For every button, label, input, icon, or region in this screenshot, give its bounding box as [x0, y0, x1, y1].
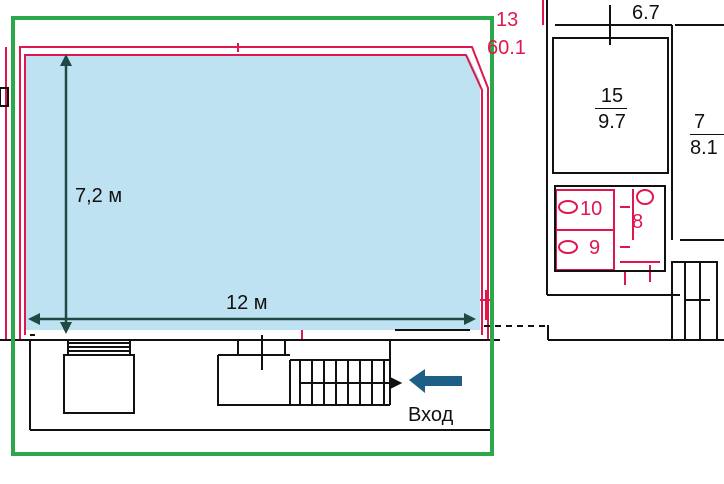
room-15-area: 9.7 — [598, 111, 626, 133]
entrance-arrow-icon — [409, 369, 462, 393]
room-6-area: 6.7 — [632, 2, 660, 24]
room-walls-red — [5, 0, 660, 340]
room-15-number: 15 — [600, 85, 624, 107]
dimension-lines — [28, 54, 476, 334]
room-13-number: 13 — [496, 9, 519, 31]
room-15-divider — [595, 108, 627, 109]
room-7-number: 7 — [694, 111, 706, 133]
room-7-divider — [690, 134, 724, 135]
room-13-area: 60.1 — [487, 37, 526, 59]
room-10-number: 10 — [580, 198, 603, 220]
selection-frame — [11, 16, 494, 456]
highlighted-room-area — [25, 55, 480, 330]
room-9-number: 9 — [589, 237, 601, 259]
width-dimension-label: 12 м — [226, 292, 268, 314]
room-8-number: 8 — [632, 211, 644, 233]
room-7-area: 8.1 — [690, 137, 718, 159]
height-dimension-label: 7,2 м — [75, 185, 123, 207]
entrance-label: Вход — [408, 404, 454, 426]
